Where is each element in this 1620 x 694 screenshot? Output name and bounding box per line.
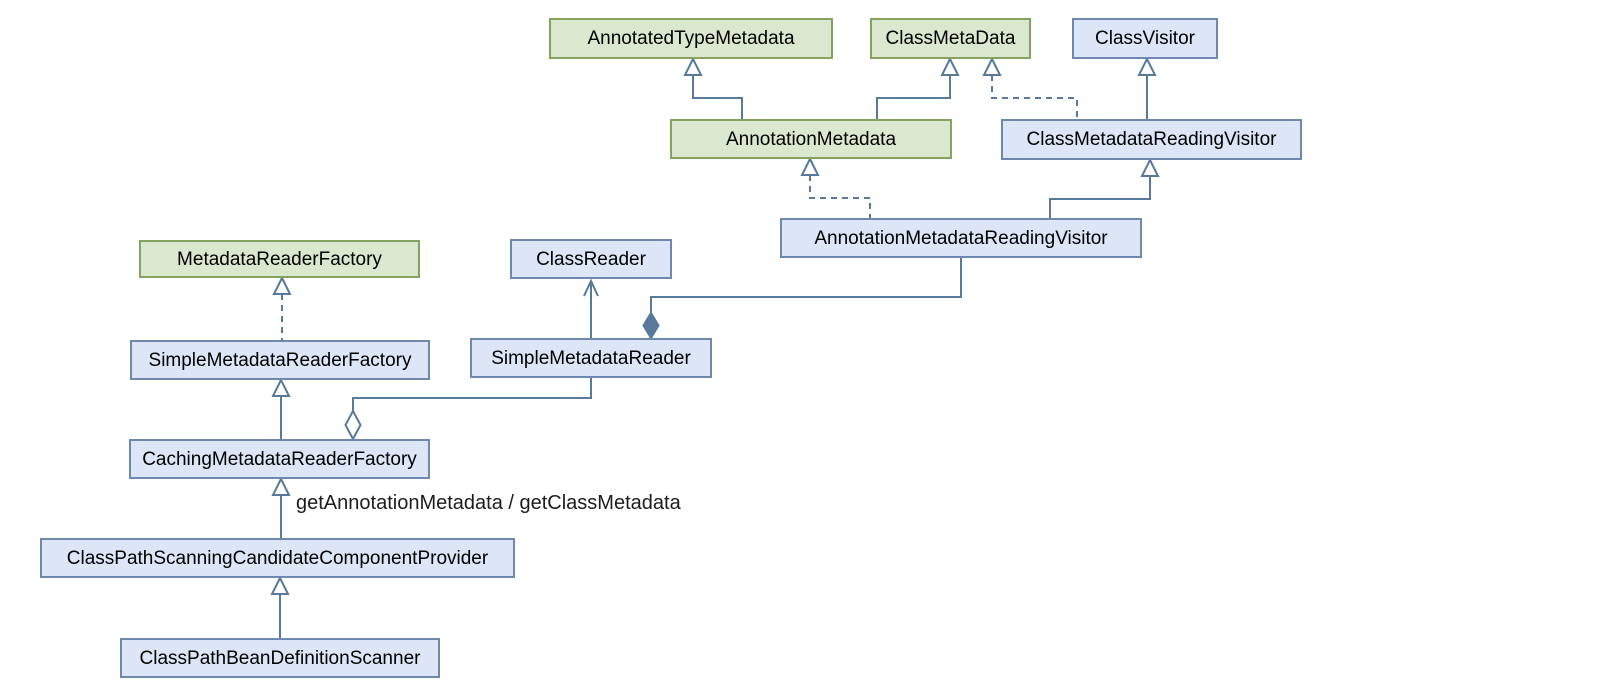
- edge-simplemetadatareader-composes-annotationmetadatareadingvisitor: [642, 258, 962, 340]
- node-classpathbeandefinitionscanner: ClassPathBeanDefinitionScanner: [120, 638, 440, 678]
- edge-cachingmetadatareaderfactory-aggregates-simplemetadatareader: [344, 378, 592, 442]
- node-classpathscanningcandidatecomponentprovider: ClassPathScanningCandidateComponentProvi…: [40, 538, 515, 578]
- edge-annotationmetadatareadingvisitor-implements-annotationmetadata: [800, 156, 871, 218]
- hollow-triangle-icon: [940, 56, 960, 76]
- edge-annotationmetadatareadingvisitor-extends-classmetadatareadingvisitor: [1049, 157, 1160, 218]
- filled-diamond-icon: [642, 311, 660, 340]
- hollow-triangle-icon: [1137, 56, 1157, 76]
- node-cachingmetadatareaderfactory: CachingMetadataReaderFactory: [129, 439, 430, 479]
- open-diamond-icon: [344, 408, 362, 442]
- open-arrow-icon: [583, 278, 599, 297]
- edge-simplemetadatareaderfactory-implements-metadatareaderfactory: [272, 275, 292, 340]
- edge-cachingmetadatareaderfactory-extends-simplemetadatareaderfactory: [271, 377, 291, 439]
- edge-annotationmetadata-extends-annotatedtypemetadata: [683, 56, 743, 119]
- hollow-triangle-icon: [271, 476, 291, 496]
- edge-method-label: getAnnotationMetadata / getClassMetadata: [296, 492, 681, 514]
- edge-simplemetadatareader-uses-classreader: [583, 278, 599, 338]
- hollow-triangle-icon: [270, 575, 290, 595]
- hollow-triangle-icon: [271, 377, 291, 397]
- hollow-triangle-icon: [982, 56, 1002, 76]
- edge-classpathscanningprovider-to-cachingmetadatareaderfactory: [271, 476, 291, 538]
- node-annotationmetadata: AnnotationMetadata: [670, 119, 952, 159]
- hollow-triangle-icon: [683, 56, 703, 76]
- node-simplemetadatareader: SimpleMetadataReader: [470, 338, 712, 378]
- node-annotatedtypemetadata: AnnotatedTypeMetadata: [549, 18, 833, 59]
- node-annotationmetadatareadingvisitor: AnnotationMetadataReadingVisitor: [780, 218, 1142, 258]
- edge-annotationmetadata-extends-classmetadata: [876, 56, 960, 119]
- node-classvisitor: ClassVisitor: [1072, 18, 1218, 59]
- node-classreader: ClassReader: [510, 239, 672, 279]
- hollow-triangle-icon: [800, 156, 820, 176]
- node-classmetadatareadingvisitor: ClassMetadataReadingVisitor: [1001, 119, 1302, 160]
- node-simplemetadatareaderfactory: SimpleMetadataReaderFactory: [130, 340, 430, 380]
- edge-classmetadatareadingvisitor-extends-classvisitor: [1137, 56, 1157, 119]
- node-classmetadata: ClassMetaData: [870, 18, 1031, 59]
- edge-classmetadatareadingvisitor-implements-classmetadata: [982, 56, 1078, 119]
- node-metadatareaderfactory: MetadataReaderFactory: [139, 240, 420, 278]
- hollow-triangle-icon: [272, 275, 292, 295]
- edge-classpathbeandefinitionscanner-extends-classpathscanningprovider: [270, 575, 290, 638]
- hollow-triangle-icon: [1140, 157, 1160, 177]
